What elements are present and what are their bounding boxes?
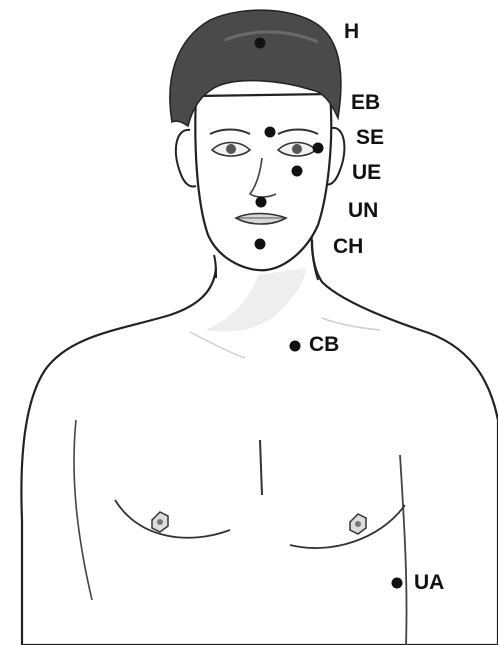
point-label-ch: CH (333, 236, 363, 257)
point-label-h: H (344, 21, 359, 42)
point-marker-se (313, 143, 324, 154)
point-marker-ch (255, 239, 266, 250)
point-marker-ue (292, 166, 303, 177)
point-label-eb: EB (351, 92, 380, 113)
point-marker-ua (392, 578, 403, 589)
point-label-un: UN (348, 200, 378, 221)
point-marker-un (256, 197, 267, 208)
point-label-se: SE (356, 127, 384, 148)
point-marker-eb (265, 127, 276, 138)
right-ear (176, 130, 196, 187)
point-marker-cb (290, 341, 301, 352)
point-marker-h (255, 38, 266, 49)
point-label-ue: UE (352, 162, 381, 183)
point-label-ua: UA (414, 572, 444, 593)
point-label-cb: CB (309, 334, 339, 355)
